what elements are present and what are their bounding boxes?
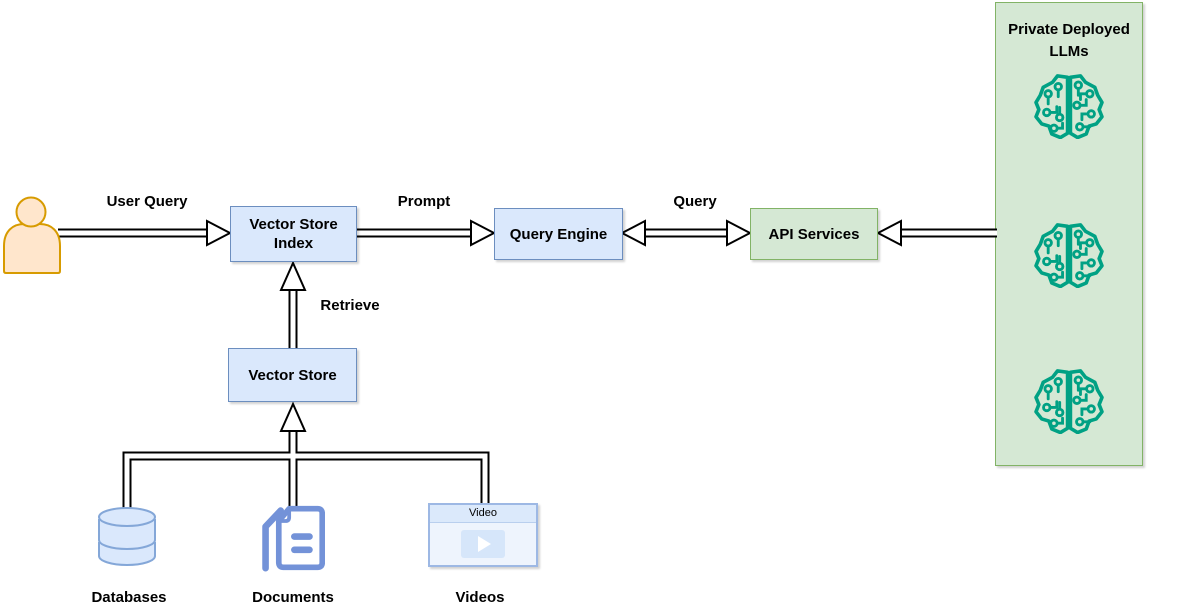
edge-label-query: Query <box>673 193 717 210</box>
node-api-services: API Services <box>750 208 878 260</box>
arrowhead-into-api-services-right <box>875 219 902 247</box>
private-llms-panel: Private Deployed LLMs <box>995 2 1143 466</box>
edge-label-retrieve: Retrieve <box>320 297 380 314</box>
arrowhead-into-vector-store-index <box>206 219 233 247</box>
edge-label-prompt: Prompt <box>397 193 451 210</box>
node-vector-store-label: Vector Store <box>248 366 337 384</box>
database-cylinder-icon <box>98 507 156 566</box>
video-player-icon: Video <box>428 503 538 567</box>
node-vector-store-index-label: Vector Store Index <box>249 216 338 252</box>
arrowhead-retrieve-up <box>279 260 307 291</box>
node-vector-store-index: Vector Store Index <box>230 206 357 262</box>
arrowhead-into-query-engine-left <box>470 219 497 247</box>
play-triangle-icon <box>478 536 491 552</box>
source-label-databases: Databases <box>91 589 167 606</box>
node-query-engine: Query Engine <box>494 208 623 260</box>
source-bus-tube <box>122 451 490 508</box>
source-label-documents: Documents <box>252 589 334 606</box>
person-icon <box>3 196 61 274</box>
node-vector-store: Vector Store <box>228 348 357 402</box>
node-query-engine-label: Query Engine <box>509 225 608 243</box>
edge-label-user-query: User Query <box>106 193 188 210</box>
video-play-button-icon <box>461 530 505 558</box>
video-player-titlebar: Video <box>430 505 536 523</box>
source-bus-tube-inner <box>124 453 488 508</box>
source-label-videos: Videos <box>455 589 505 606</box>
arrowhead-into-vector-store-up <box>279 401 307 432</box>
documents-icon <box>262 505 325 572</box>
arrowhead-into-query-engine-right <box>619 219 646 247</box>
node-api-services-label: API Services <box>768 225 860 243</box>
arrowhead-into-api-services-left <box>726 219 753 247</box>
private-llms-title: Private Deployed LLMs <box>1008 21 1130 60</box>
